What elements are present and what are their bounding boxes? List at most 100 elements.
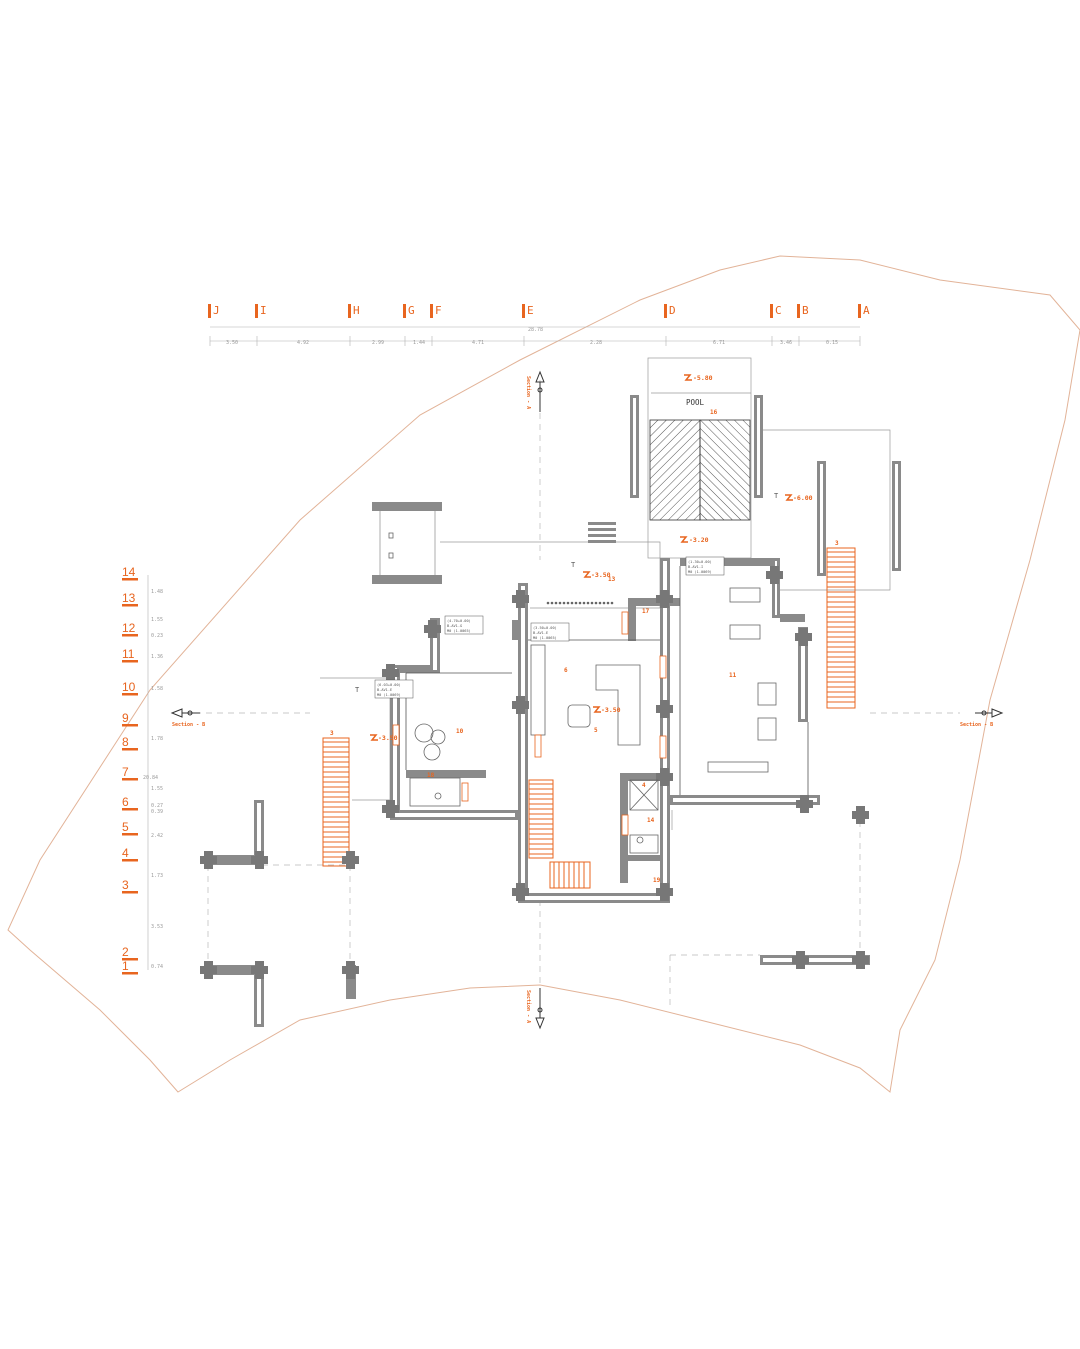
- svg-text:0.23: 0.23: [151, 633, 163, 639]
- edge-dot: [598, 601, 602, 605]
- axis-label: B: [802, 304, 809, 317]
- svg-text:T: T: [774, 492, 779, 500]
- axis-label: F: [435, 304, 442, 317]
- svg-text:(4.70+0.00): (4.70+0.00): [447, 619, 471, 623]
- axis-label: H: [353, 304, 360, 317]
- svg-text:5: 5: [122, 820, 129, 834]
- svg-text:13: 13: [122, 591, 136, 605]
- edge-dot: [554, 601, 558, 605]
- svg-text:18: 18: [427, 772, 435, 779]
- axis-label: C: [775, 304, 782, 317]
- edge-dot: [590, 601, 594, 605]
- svg-text:6: 6: [564, 667, 568, 674]
- svg-text:4.71: 4.71: [472, 340, 484, 346]
- svg-text:B-AV1-G: B-AV1-G: [447, 624, 462, 628]
- svg-text:(3.50+0.00): (3.50+0.00): [533, 626, 557, 630]
- svg-text:-3.20: -3.20: [689, 536, 709, 544]
- terrace-edge-dots: [546, 601, 614, 605]
- svg-text:3: 3: [122, 878, 129, 892]
- edge-dot: [610, 601, 614, 605]
- svg-text:17: 17: [642, 608, 650, 615]
- svg-text:20.84: 20.84: [143, 775, 158, 781]
- svg-text:B-AV1-I: B-AV1-I: [688, 565, 703, 569]
- svg-text:M0 (1.0065): M0 (1.0065): [533, 636, 557, 640]
- svg-text:1.55: 1.55: [151, 617, 163, 623]
- svg-text:T: T: [571, 561, 576, 569]
- svg-text:12: 12: [122, 621, 136, 635]
- svg-text:16: 16: [710, 409, 718, 416]
- section-markers: Section - A Section - A Section - B Sect…: [170, 370, 1004, 1030]
- pool-label: POOL: [686, 398, 705, 407]
- svg-text:11: 11: [122, 647, 135, 661]
- axis-columns: J I H G F E D C B A: [208, 304, 870, 318]
- svg-text:(1.30+0.00): (1.30+0.00): [688, 560, 712, 564]
- svg-text:2.42: 2.42: [151, 833, 163, 839]
- axis-label: A: [863, 304, 870, 317]
- edge-dot: [558, 601, 562, 605]
- svg-text:4: 4: [642, 782, 646, 789]
- axis-label: J: [213, 304, 220, 317]
- svg-text:9: 9: [122, 711, 129, 725]
- edge-dot: [566, 601, 570, 605]
- svg-text:14: 14: [647, 817, 655, 824]
- edge-dot: [606, 601, 610, 605]
- svg-text:1.73: 1.73: [151, 873, 163, 879]
- svg-text:3.50: 3.50: [226, 340, 238, 346]
- svg-text:10: 10: [456, 728, 464, 735]
- svg-text:11: 11: [729, 672, 737, 679]
- svg-text:0.39: 0.39: [151, 809, 163, 815]
- svg-text:1.78: 1.78: [151, 736, 163, 742]
- pool: POOL: [630, 395, 763, 521]
- left-staircase: [322, 737, 350, 867]
- axis-label: G: [408, 304, 415, 317]
- svg-text:M0 (1.0069): M0 (1.0069): [377, 693, 401, 697]
- central-staircase: [528, 779, 591, 889]
- section-a-bottom: Section - A: [525, 990, 531, 1023]
- main-walls: [390, 558, 820, 903]
- terrace-pavers: [588, 522, 616, 543]
- svg-text:2.28: 2.28: [590, 340, 602, 346]
- grid-lines: [195, 380, 960, 1005]
- svg-text:M0 (1.0065): M0 (1.0065): [447, 629, 471, 633]
- svg-text:19: 19: [653, 877, 661, 884]
- right-staircase: [817, 461, 901, 709]
- edge-dot: [582, 601, 586, 605]
- svg-text:0.15: 0.15: [826, 340, 838, 346]
- svg-text:6: 6: [122, 795, 129, 809]
- svg-text:1.55: 1.55: [151, 786, 163, 792]
- svg-text:7: 7: [122, 765, 129, 779]
- svg-text:-3.50: -3.50: [601, 706, 621, 714]
- svg-text:2.99: 2.99: [372, 340, 384, 346]
- svg-text:-3.50: -3.50: [591, 571, 611, 579]
- svg-text:6.71: 6.71: [713, 340, 725, 346]
- svg-text:0.74: 0.74: [151, 964, 163, 970]
- svg-text:13: 13: [608, 576, 616, 583]
- svg-text:3.46: 3.46: [780, 340, 792, 346]
- edge-dot: [546, 601, 550, 605]
- edge-dot: [586, 601, 590, 605]
- axis-rows: 14 13 12 11 10 9 8 7 6 5 4 3 2 1 1.48 1.…: [122, 565, 163, 975]
- edge-dot: [550, 601, 554, 605]
- svg-text:10: 10: [122, 680, 136, 694]
- svg-text:1.36: 1.36: [151, 654, 163, 660]
- edge-dot: [578, 601, 582, 605]
- edge-dot: [570, 601, 574, 605]
- edge-dot: [574, 601, 578, 605]
- glazing: [405, 566, 809, 795]
- svg-text:1.48: 1.48: [151, 589, 163, 595]
- svg-text:1.58: 1.58: [151, 686, 163, 692]
- svg-text:3: 3: [330, 730, 334, 737]
- terrace-labels: T T T: [355, 492, 779, 694]
- svg-text:28.78: 28.78: [528, 327, 543, 333]
- site-boundary: [7, 255, 1080, 1093]
- edge-dot: [562, 601, 566, 605]
- axis-dimensions: 28.78 3.50 4.92 2.99 1.44 4.71 2.28 6.71…: [226, 327, 838, 346]
- svg-text:3: 3: [835, 540, 839, 547]
- svg-text:3.53: 3.53: [151, 924, 163, 930]
- svg-text:2: 2: [122, 945, 129, 959]
- svg-text:(6.03+0.00): (6.03+0.00): [377, 683, 401, 687]
- svg-text:5: 5: [594, 727, 598, 734]
- svg-text:B-AV1-E: B-AV1-E: [533, 631, 548, 635]
- section-b-left: Section - B: [172, 722, 205, 728]
